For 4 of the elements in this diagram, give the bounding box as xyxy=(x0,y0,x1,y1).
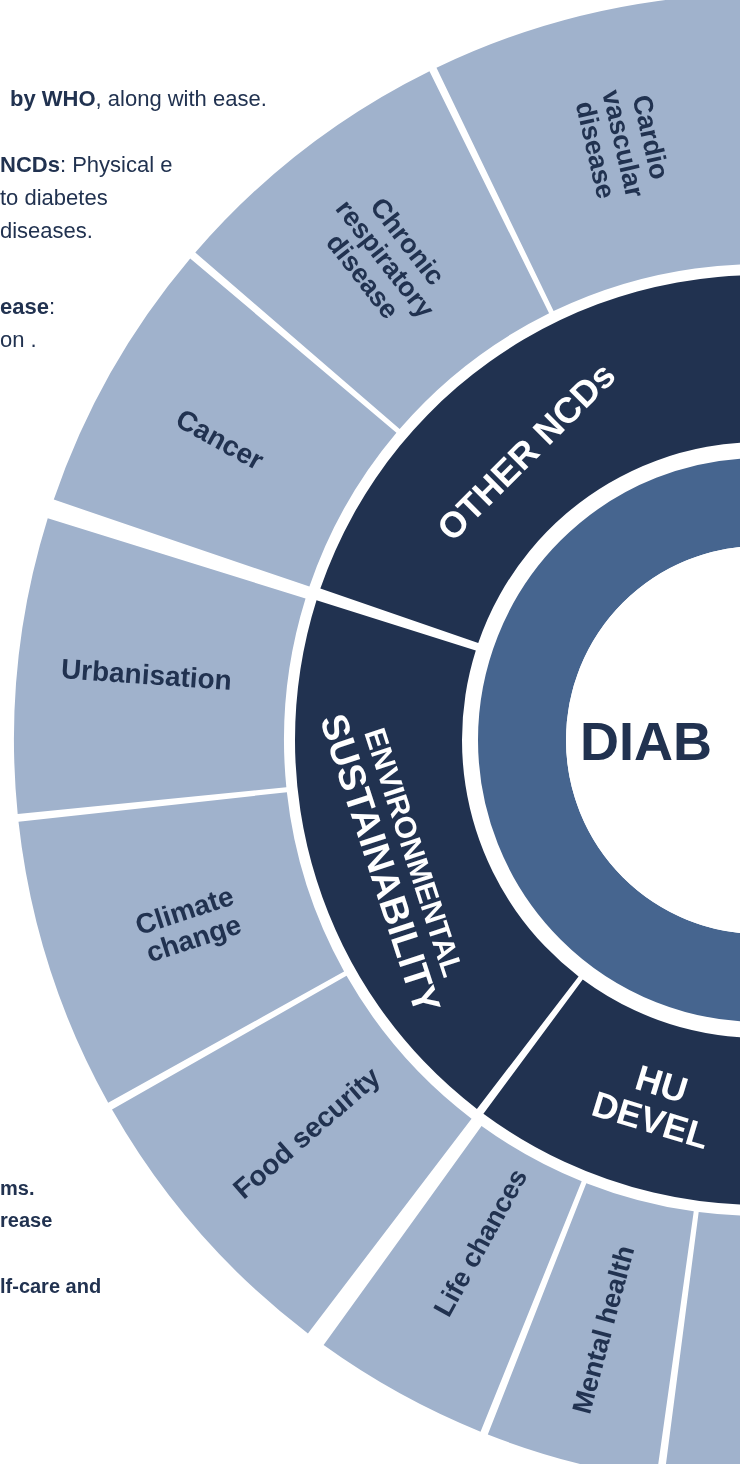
paragraph: NCDs: Physical e to diabetes diseases. xyxy=(0,151,174,245)
outer-segment: Urbanisation xyxy=(14,518,306,815)
paragraph: ms. rease xyxy=(0,1176,54,1233)
paragraph: lf-care and xyxy=(0,1274,103,1299)
